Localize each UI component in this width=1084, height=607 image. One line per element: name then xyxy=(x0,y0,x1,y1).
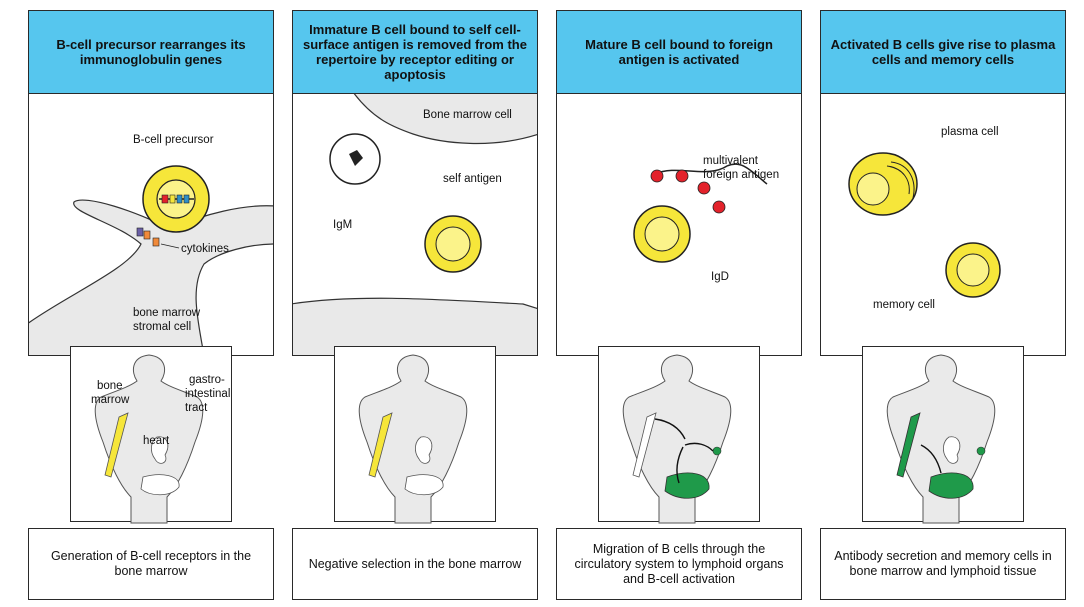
label-bone-marrow: bone marrow xyxy=(133,307,201,319)
panel-4-cell-illustration: plasma cell memory cell xyxy=(820,94,1066,356)
panel-2-cell-illustration: Bone marrow cell self antigen IgM xyxy=(292,94,538,356)
panel-1-body-diagram: bone marrow gastro- intestinal tract hea… xyxy=(70,346,232,524)
label-bcell-precursor: B-cell precursor xyxy=(133,134,214,146)
activation-illustration: multivalent foreign antigen IgD xyxy=(633,155,779,283)
label-heart: heart xyxy=(143,435,170,447)
panel-3-header: Mature B cell bound to foreign antigen i… xyxy=(556,10,802,94)
label-tract: tract xyxy=(185,402,208,414)
label-marrow: marrow xyxy=(91,394,130,406)
panel-2-body-diagram xyxy=(334,346,496,524)
label-stromal-cell: stromal cell xyxy=(133,321,191,333)
panel-3-body-diagram xyxy=(598,346,760,524)
plasma-memory-illustration: plasma cell memory cell xyxy=(848,126,1001,311)
label-cytokines: cytokines xyxy=(181,243,229,255)
label-foreign-antigen: foreign antigen xyxy=(703,169,779,181)
label-bone: bone xyxy=(97,380,123,392)
panel-2: Immature B cell bound to self cell-surfa… xyxy=(292,10,538,600)
label-memory-cell: memory cell xyxy=(873,299,935,311)
label-multivalent: multivalent xyxy=(703,155,759,167)
label-bone-marrow-cell: Bone marrow cell xyxy=(423,109,512,121)
panel-1-cell-illustration: B-cell precursor cytokines bone marrow s… xyxy=(28,94,274,356)
panel-3-cell-illustration: multivalent foreign antigen IgD xyxy=(556,94,802,356)
label-igd: IgD xyxy=(711,271,729,283)
panel-1-header: B-cell precursor rearranges its immunogl… xyxy=(28,10,274,94)
human-body-2 xyxy=(358,354,468,524)
label-plasma-cell: plasma cell xyxy=(941,126,999,138)
human-body-3 xyxy=(622,354,732,524)
human-body-4 xyxy=(886,354,996,524)
label-intestinal: intestinal xyxy=(185,388,230,400)
bone-marrow-cell xyxy=(353,94,537,145)
human-body-1: bone marrow gastro- intestinal tract hea… xyxy=(91,354,230,524)
negative-selection-illustration: Bone marrow cell self antigen IgM xyxy=(293,94,537,355)
panel-4-caption: Antibody secretion and memory cells in b… xyxy=(820,528,1066,600)
label-gastro: gastro- xyxy=(189,374,225,386)
panel-1-caption: Generation of B-cell receptors in the bo… xyxy=(28,528,274,600)
panel-4: Activated B cells give rise to plasma ce… xyxy=(820,10,1066,600)
panel-2-caption: Negative selection in the bone marrow xyxy=(292,528,538,600)
panel-3-caption: Migration of B cells through the circula… xyxy=(556,528,802,600)
label-self-antigen: self antigen xyxy=(443,173,502,185)
label-igm: IgM xyxy=(333,219,352,231)
panel-4-body-diagram xyxy=(862,346,1024,524)
panel-1: B-cell precursor rearranges its immunogl… xyxy=(28,10,274,600)
panel-4-header: Activated B cells give rise to plasma ce… xyxy=(820,10,1066,94)
panel-3: Mature B cell bound to foreign antigen i… xyxy=(556,10,802,600)
panel-2-header: Immature B cell bound to self cell-surfa… xyxy=(292,10,538,94)
bcell-precursor-illustration: B-cell precursor cytokines bone marrow s… xyxy=(29,134,273,355)
